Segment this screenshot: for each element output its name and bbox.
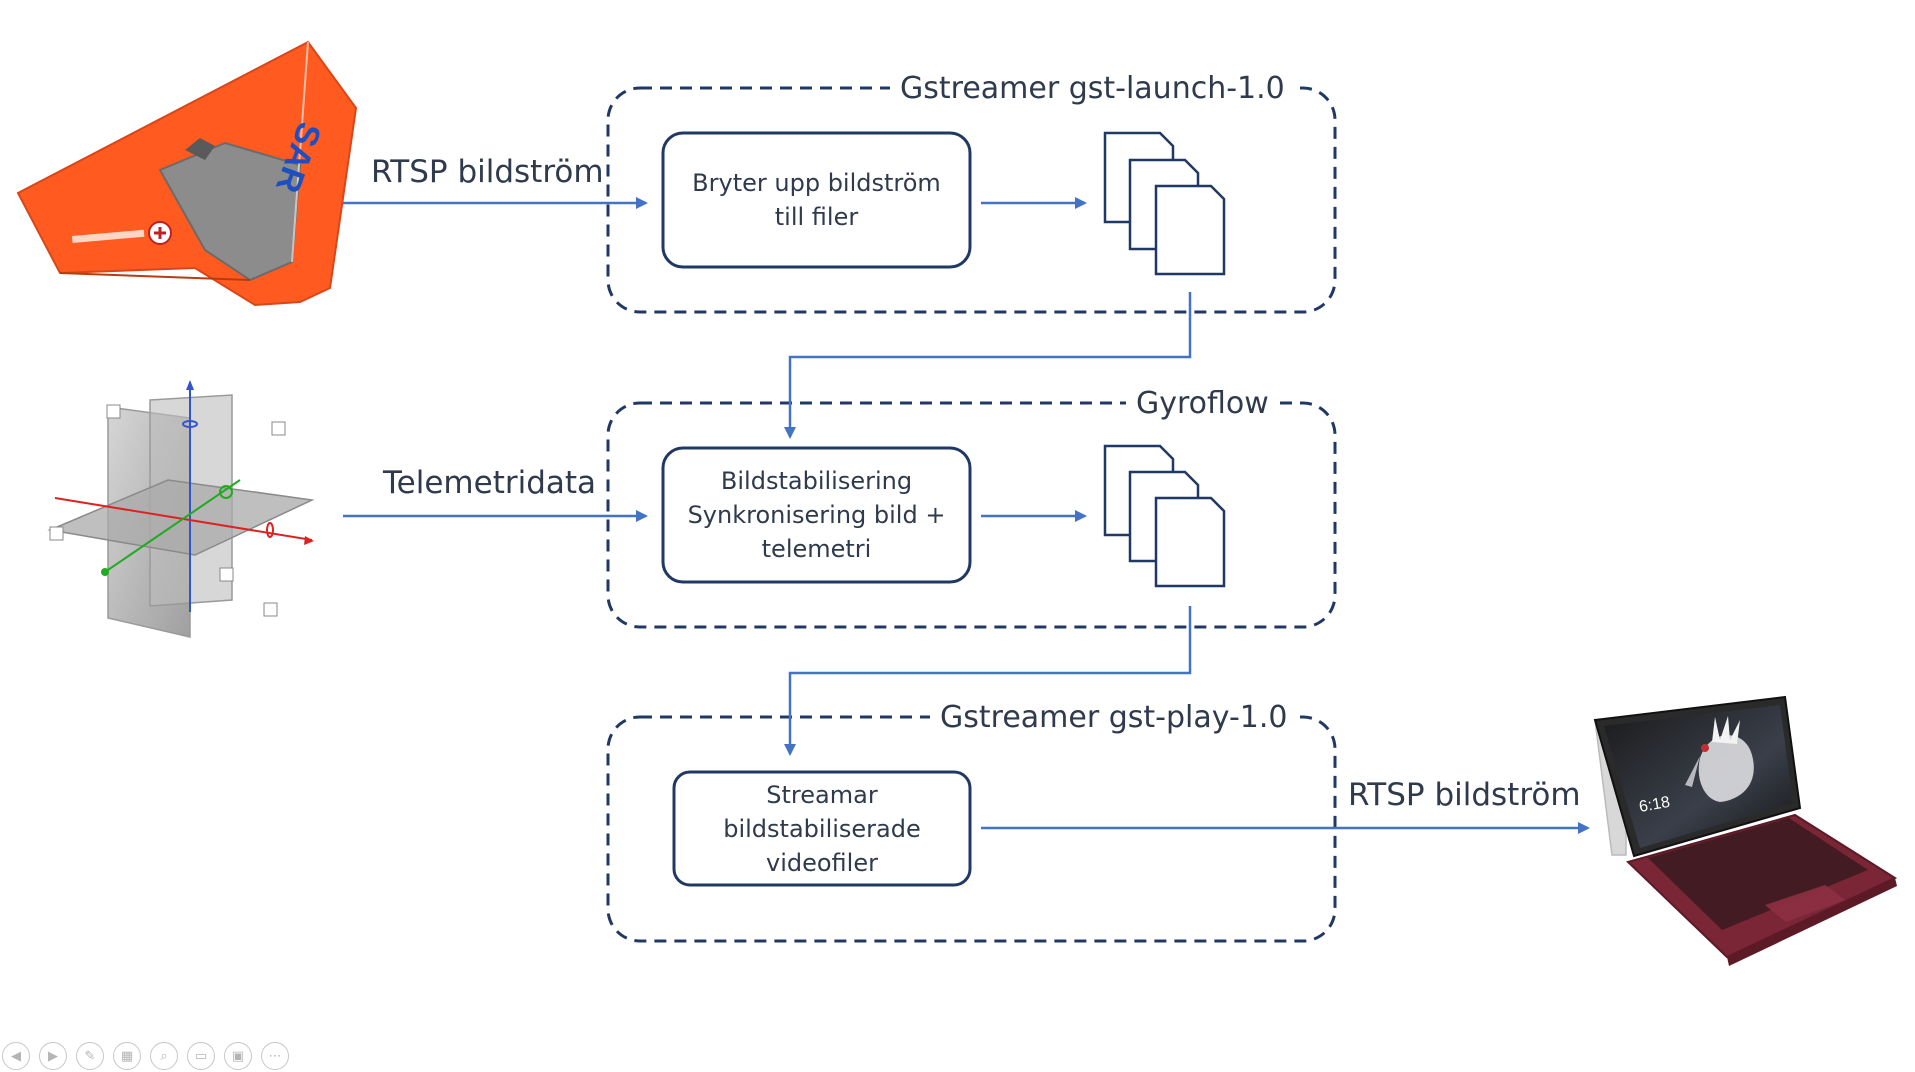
group-play-title: Gstreamer gst-play-1.0 bbox=[930, 700, 1298, 736]
arrow-files-to-gyroflow bbox=[784, 292, 1192, 439]
all-slides-button[interactable]: ▦ bbox=[113, 1042, 141, 1070]
slideshow-toolbar: ◀ ▶ ✎ ▦ ⌕ ▭ ▣ ⋯ bbox=[2, 1042, 289, 1070]
previous-slide-button[interactable]: ◀ bbox=[2, 1042, 30, 1070]
pen-button[interactable]: ✎ bbox=[76, 1042, 104, 1070]
zoom-button[interactable]: ⌕ bbox=[150, 1042, 178, 1070]
tablet-image: 6:18 bbox=[1593, 695, 1898, 966]
next-slide-button[interactable]: ▶ bbox=[39, 1042, 67, 1070]
camera-button[interactable]: ▣ bbox=[224, 1042, 252, 1070]
process-box-stream bbox=[672, 770, 972, 887]
process-box-stabilize bbox=[661, 446, 972, 584]
group-launch-title: Gstreamer gst-launch-1.0 bbox=[890, 71, 1295, 107]
process-box-split bbox=[661, 131, 972, 269]
file-stack-icon bbox=[1103, 131, 1226, 276]
edge-label-telemetry: Telemetridata bbox=[383, 465, 597, 501]
edge-label-rtsp-out: RTSP bildström bbox=[1348, 777, 1581, 813]
group-gyroflow-container bbox=[606, 401, 1337, 629]
subtitles-button[interactable]: ▭ bbox=[187, 1042, 215, 1070]
more-options-button[interactable]: ⋯ bbox=[261, 1042, 289, 1070]
file-stack-icon bbox=[1103, 444, 1226, 588]
arrow-files-to-play bbox=[784, 606, 1192, 756]
tablet-clock: 6:18 bbox=[1638, 794, 1672, 816]
edge-label-rtsp-in: RTSP bildström bbox=[371, 154, 604, 190]
group-gyroflow-title: Gyroflow bbox=[1126, 386, 1279, 422]
coordinate-axes-image bbox=[47, 380, 315, 638]
process-box-stream-text: Streamar bildstabiliserade videofiler bbox=[723, 780, 921, 877]
process-box-split-text: Bryter upp bildström till filer bbox=[692, 169, 941, 231]
process-box-stabilize-text: Bildstabilisering Synkronisering bild + … bbox=[687, 467, 946, 563]
drone-image: SAR bbox=[16, 40, 358, 307]
